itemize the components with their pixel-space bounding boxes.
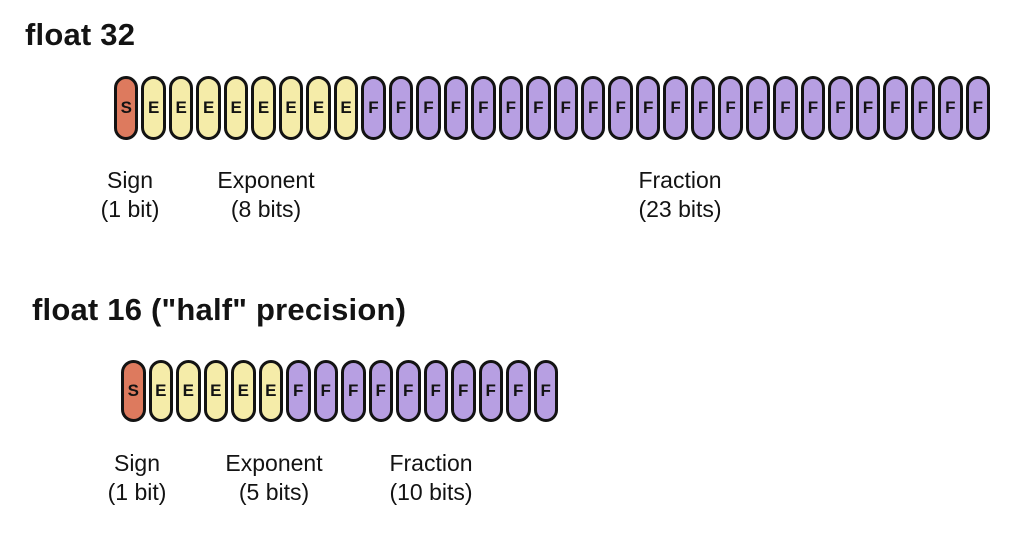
bit-cell-fraction: F	[965, 76, 990, 140]
bit-cell-fraction: F	[341, 360, 366, 422]
float32-sign-label: Sign (1 bit)	[101, 166, 160, 224]
label-name: Exponent	[217, 167, 315, 193]
bit-cell-fraction: F	[910, 76, 936, 140]
float16-title: float 16 ("half" precision)	[32, 292, 407, 327]
bit-cell-exponent: E	[141, 76, 166, 140]
bit-cell-fraction: F	[396, 360, 421, 422]
bit-cell-fraction: F	[745, 76, 771, 140]
bit-cell-fraction: F	[388, 76, 414, 140]
bit-cell-fraction: F	[883, 76, 908, 140]
bit-cell-exponent: E	[258, 360, 283, 422]
label-detail: (1 bit)	[100, 196, 160, 222]
label-detail: (23 bits)	[638, 196, 722, 222]
bit-cell-fraction: F	[471, 76, 496, 140]
bit-cell-exponent: E	[176, 360, 201, 422]
float32-title: float 32	[25, 17, 136, 52]
bit-cell-fraction: F	[368, 360, 393, 422]
bit-cell-fraction: F	[828, 76, 853, 140]
label-detail: (5 bits)	[238, 479, 310, 505]
bit-cell-sign: S	[121, 360, 146, 422]
bit-cell-exponent: E	[203, 360, 228, 422]
bit-cell-exponent: E	[278, 76, 304, 140]
bit-cell-fraction: F	[608, 76, 633, 140]
bit-cell-fraction: F	[451, 360, 476, 422]
bit-cell-fraction: F	[580, 76, 606, 140]
bit-cell-fraction: F	[423, 360, 448, 422]
bit-cell-exponent: E	[223, 76, 249, 140]
bit-cell-fraction: F	[313, 360, 338, 422]
bit-cell-exponent: E	[251, 76, 276, 140]
bit-cell-exponent: E	[196, 76, 221, 140]
bit-cell-exponent: E	[333, 76, 359, 140]
label-name: Fraction	[638, 167, 722, 193]
bit-cell-fraction: F	[416, 76, 441, 140]
bit-cell-exponent: E	[306, 76, 331, 140]
bit-cell-fraction: F	[553, 76, 578, 140]
bit-cell-fraction: F	[635, 76, 661, 140]
float32-fraction-label: Fraction (23 bits)	[638, 166, 721, 224]
bit-cell-exponent: E	[231, 360, 256, 422]
float16-exponent-label: Exponent (5 bits)	[225, 449, 322, 507]
bit-cell-fraction: F	[498, 76, 524, 140]
bit-cell-fraction: F	[443, 76, 469, 140]
label-detail: (1 bit)	[107, 479, 167, 505]
float16-fraction-label: Fraction (10 bits)	[389, 449, 472, 507]
bit-cell-fraction: F	[478, 360, 503, 422]
bit-cell-fraction: F	[690, 76, 716, 140]
bit-cell-fraction: F	[663, 76, 688, 140]
bit-cell-fraction: F	[361, 76, 386, 140]
bit-cell-fraction: F	[533, 360, 558, 422]
label-name: Exponent	[225, 450, 323, 476]
label-detail: (10 bits)	[389, 479, 473, 505]
bit-cell-sign: S	[114, 76, 139, 140]
label-name: Fraction	[389, 450, 473, 476]
bit-cell-fraction: F	[718, 76, 743, 140]
bit-cell-fraction: F	[938, 76, 963, 140]
label-name: Sign	[106, 167, 154, 193]
label-detail: (8 bits)	[230, 196, 302, 222]
bit-cell-fraction: F	[506, 360, 531, 422]
label-name: Sign	[113, 450, 161, 476]
float16-sign-label: Sign (1 bit)	[108, 449, 167, 507]
bit-cell-fraction: F	[773, 76, 798, 140]
float32-exponent-label: Exponent (8 bits)	[217, 166, 314, 224]
bit-cell-fraction: F	[855, 76, 881, 140]
bit-cell-fraction: F	[286, 360, 311, 422]
bit-cell-exponent: E	[168, 76, 194, 140]
bit-cell-fraction: F	[526, 76, 551, 140]
bit-cell-exponent: E	[148, 360, 173, 422]
bit-cell-fraction: F	[800, 76, 826, 140]
